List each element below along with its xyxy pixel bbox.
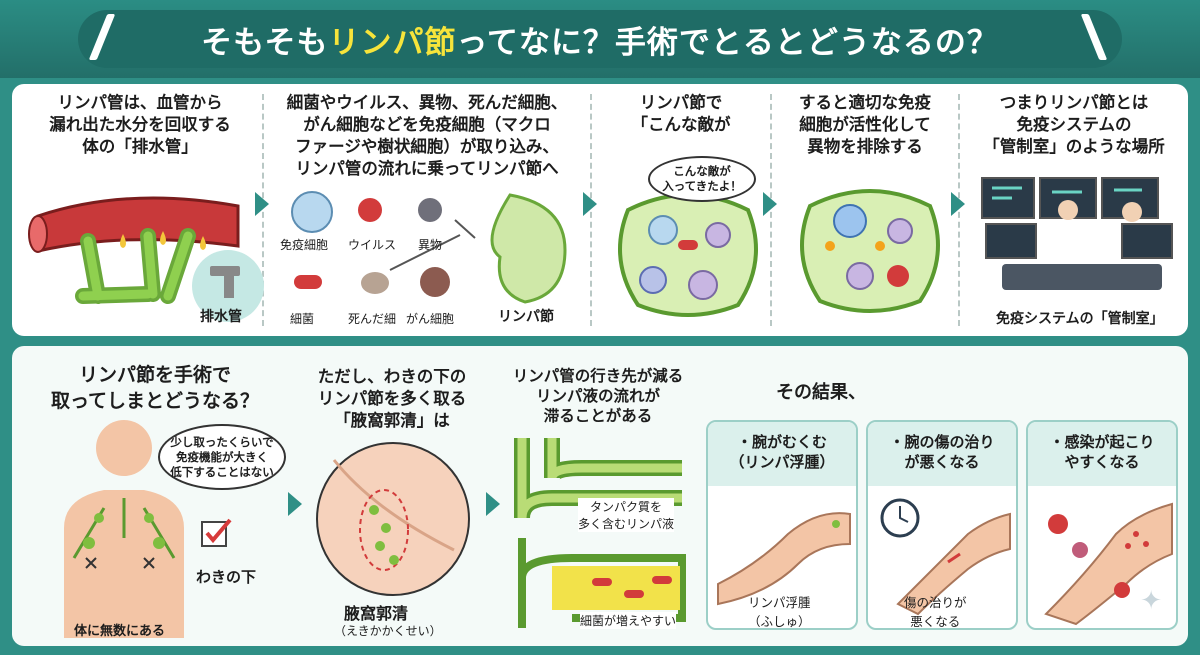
flow-label-bottom: 細菌が増えやすい (580, 612, 677, 629)
armpit-closeup-illustration (316, 442, 470, 596)
cancer-cell-label: がん細胞 (406, 312, 455, 326)
surgery-name: 腋窩郭清 (344, 604, 409, 623)
question-bubble: 少し取ったくらいで 免疫機能が大きく 低下することはない (158, 424, 286, 490)
question-heading: リンパ節を手術で 取ってしまとどうなる？ (50, 364, 260, 412)
infected-arm-illustration (1044, 502, 1173, 626)
result-heading: その結果、 (776, 382, 866, 403)
step4-heading: すると適切な免疫 細胞が活性化して 異物を排除する (799, 93, 931, 156)
lymph-node-label: リンパ節 (498, 309, 554, 325)
result-card-title: ・感染が起こり やすくなる (1028, 422, 1176, 486)
step-arrow-icon (486, 492, 500, 516)
step2-heading: 細菌やウイルス、異物、死んだ細胞、 がん細胞などを免疫細胞（マクロ ファージや樹… (286, 93, 568, 178)
control-room-illustration (981, 177, 1173, 290)
drain-pipe-label: 排水管 (200, 309, 242, 325)
immune-activation-illustration (800, 189, 940, 313)
body-caption: 体に無数にある (74, 624, 166, 639)
wounded-arm-illustration (880, 498, 1011, 616)
step5-heading: つまりリンパ節とは 免疫システムの 「管制室」のような場所 (983, 93, 1165, 156)
step-arrow-icon (288, 492, 302, 516)
result-card-title: ・腕がむくむ （リンパ浮腫） (708, 422, 856, 486)
armpit-label: わきの下 (196, 568, 257, 586)
result-card-caption: 傷の治りが 悪くなる (904, 595, 967, 629)
page-title: そもそもリンパ節ってなに？手術でとるとどうなるの？ (201, 24, 999, 61)
result-card-healing: ・腕の傷の治り が悪くなる 傷の治りが 悪くなる (866, 420, 1018, 630)
foreign-body-label: 異物 (418, 238, 443, 252)
title-bar: そもそもリンパ節ってなに？手術でとるとどうなるの？ (0, 0, 1200, 78)
title-pill: そもそもリンパ節ってなに？手術でとるとどうなるの？ (78, 10, 1122, 68)
step3-heading: リンパ節で 「こんな敵が (631, 93, 731, 134)
speech-bubble: こんな敵が 入ってきたよ！ (648, 156, 756, 202)
human-body-illustration (64, 420, 184, 638)
step-arrow-icon (763, 192, 777, 216)
surgery-reading: （えきかかくせい） (334, 624, 442, 638)
step-arrow-icon (255, 192, 269, 216)
title-highlight: リンパ節 (328, 24, 457, 61)
swollen-arm-illustration (717, 512, 851, 606)
flow-label-top: タンパク質を 多く含むリンパ液 (578, 498, 675, 532)
result-card-swelling: ・腕がむくむ （リンパ浮腫） リンパ浮腫 （ふしゅ） (706, 420, 858, 630)
control-room-caption: 免疫システムの「管制室」 (996, 311, 1164, 327)
bacteria-label: 細菌 (290, 312, 315, 326)
immune-cell-label: 免疫細胞 (280, 238, 329, 252)
step-arrow-icon (951, 192, 965, 216)
result-card-infection: ・感染が起こり やすくなる ✦ (1026, 420, 1178, 630)
checkbox-icon (201, 518, 232, 547)
virus-label: ウイルス (348, 238, 397, 252)
step1-heading: リンパ管は、血管から 漏れ出た水分を回収する 体の「排水管」 (49, 93, 231, 156)
sparkle-icon: ✦ (1140, 586, 1162, 616)
surgery-heading: ただし、わきの下の リンパ節を多く取る 「腋窩郭清」は (317, 367, 467, 430)
flow-heading: リンパ管の行き先が減る リンパ液の流れが 滞ることがある (512, 367, 684, 425)
result-card-title: ・腕の傷の治り が悪くなる (868, 422, 1016, 486)
lymph-flow-illustration (514, 438, 686, 628)
blood-vessel-illustration (28, 196, 264, 322)
dead-cell-label: 死んだ細 (348, 312, 397, 326)
result-card-caption: リンパ浮腫 （ふしゅ） (748, 595, 811, 629)
step-arrow-icon (583, 192, 597, 216)
pathogens-illustration (291, 191, 567, 304)
